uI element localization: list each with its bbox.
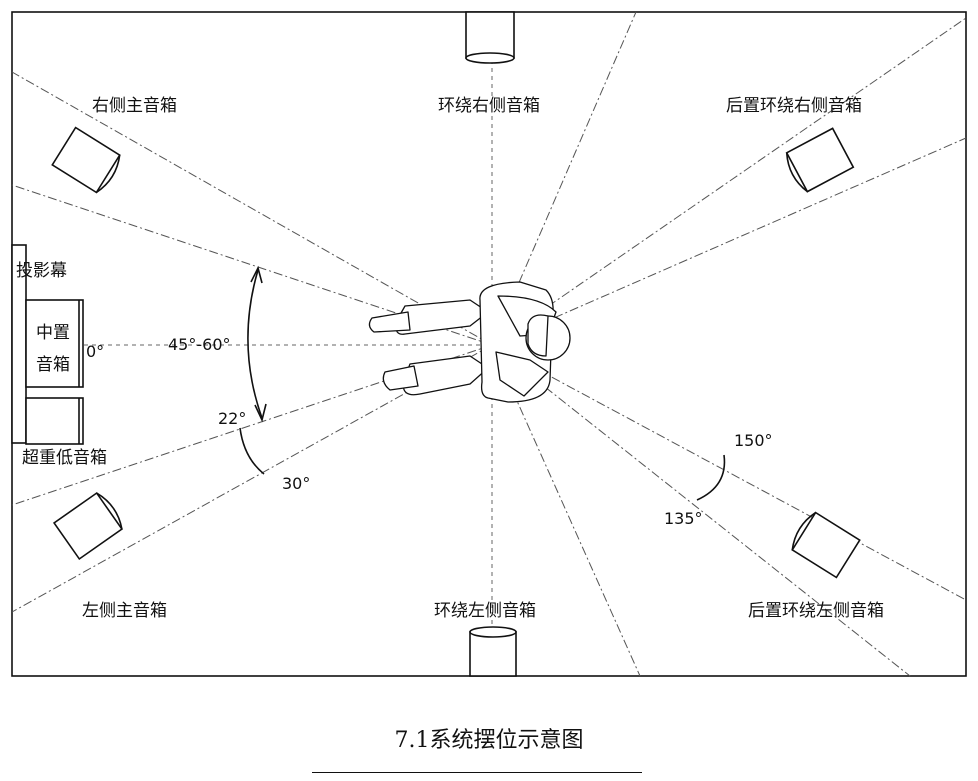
center-label-line2: 音箱	[36, 355, 70, 375]
front-left-speaker	[52, 491, 124, 561]
screen-label: 投影幕	[16, 261, 67, 281]
speaker-layout-diagram: 右侧主音箱 环绕右侧音箱 后置环绕右侧音箱 投影幕 中置 音箱 超重低音箱 左侧…	[11, 11, 967, 677]
arc-22-30	[239, 427, 265, 475]
surround-left-speaker	[469, 626, 517, 677]
surround-right-label: 环绕右侧音箱	[438, 96, 540, 116]
arc-135-150	[696, 454, 726, 501]
center-label-line1: 中置	[36, 323, 70, 343]
center-speaker	[25, 299, 84, 388]
listener-figure	[368, 281, 571, 403]
angle-22-label: 22°	[218, 409, 246, 428]
subwoofer-label: 超重低音箱	[22, 448, 107, 468]
front-range-arrow-bottom	[254, 403, 267, 423]
surround-left-label: 环绕左侧音箱	[434, 601, 536, 621]
caption-underline	[312, 772, 642, 773]
front-range-arrow-top	[250, 265, 263, 284]
angle-135-label: 135°	[664, 509, 703, 528]
front-right-label: 右侧主音箱	[92, 96, 177, 116]
figure-caption: 7.1系统摆位示意图	[394, 728, 584, 753]
angle-0-label: 0°	[86, 342, 104, 361]
angle-45-60-label: 45°-60°	[168, 335, 231, 354]
front-range-arc	[247, 269, 263, 419]
angle-150-label: 150°	[734, 431, 773, 450]
rear-right-speaker	[785, 127, 855, 193]
subwoofer-box	[25, 397, 84, 445]
front-left-label: 左侧主音箱	[82, 601, 167, 621]
front-right-speaker	[51, 126, 121, 194]
rear-left-speaker	[791, 511, 861, 579]
rear-right-label: 后置环绕右侧音箱	[726, 96, 862, 116]
surround-right-speaker	[465, 11, 515, 64]
rear-left-label: 后置环绕左侧音箱	[748, 601, 884, 621]
angle-30-label: 30°	[282, 474, 310, 493]
